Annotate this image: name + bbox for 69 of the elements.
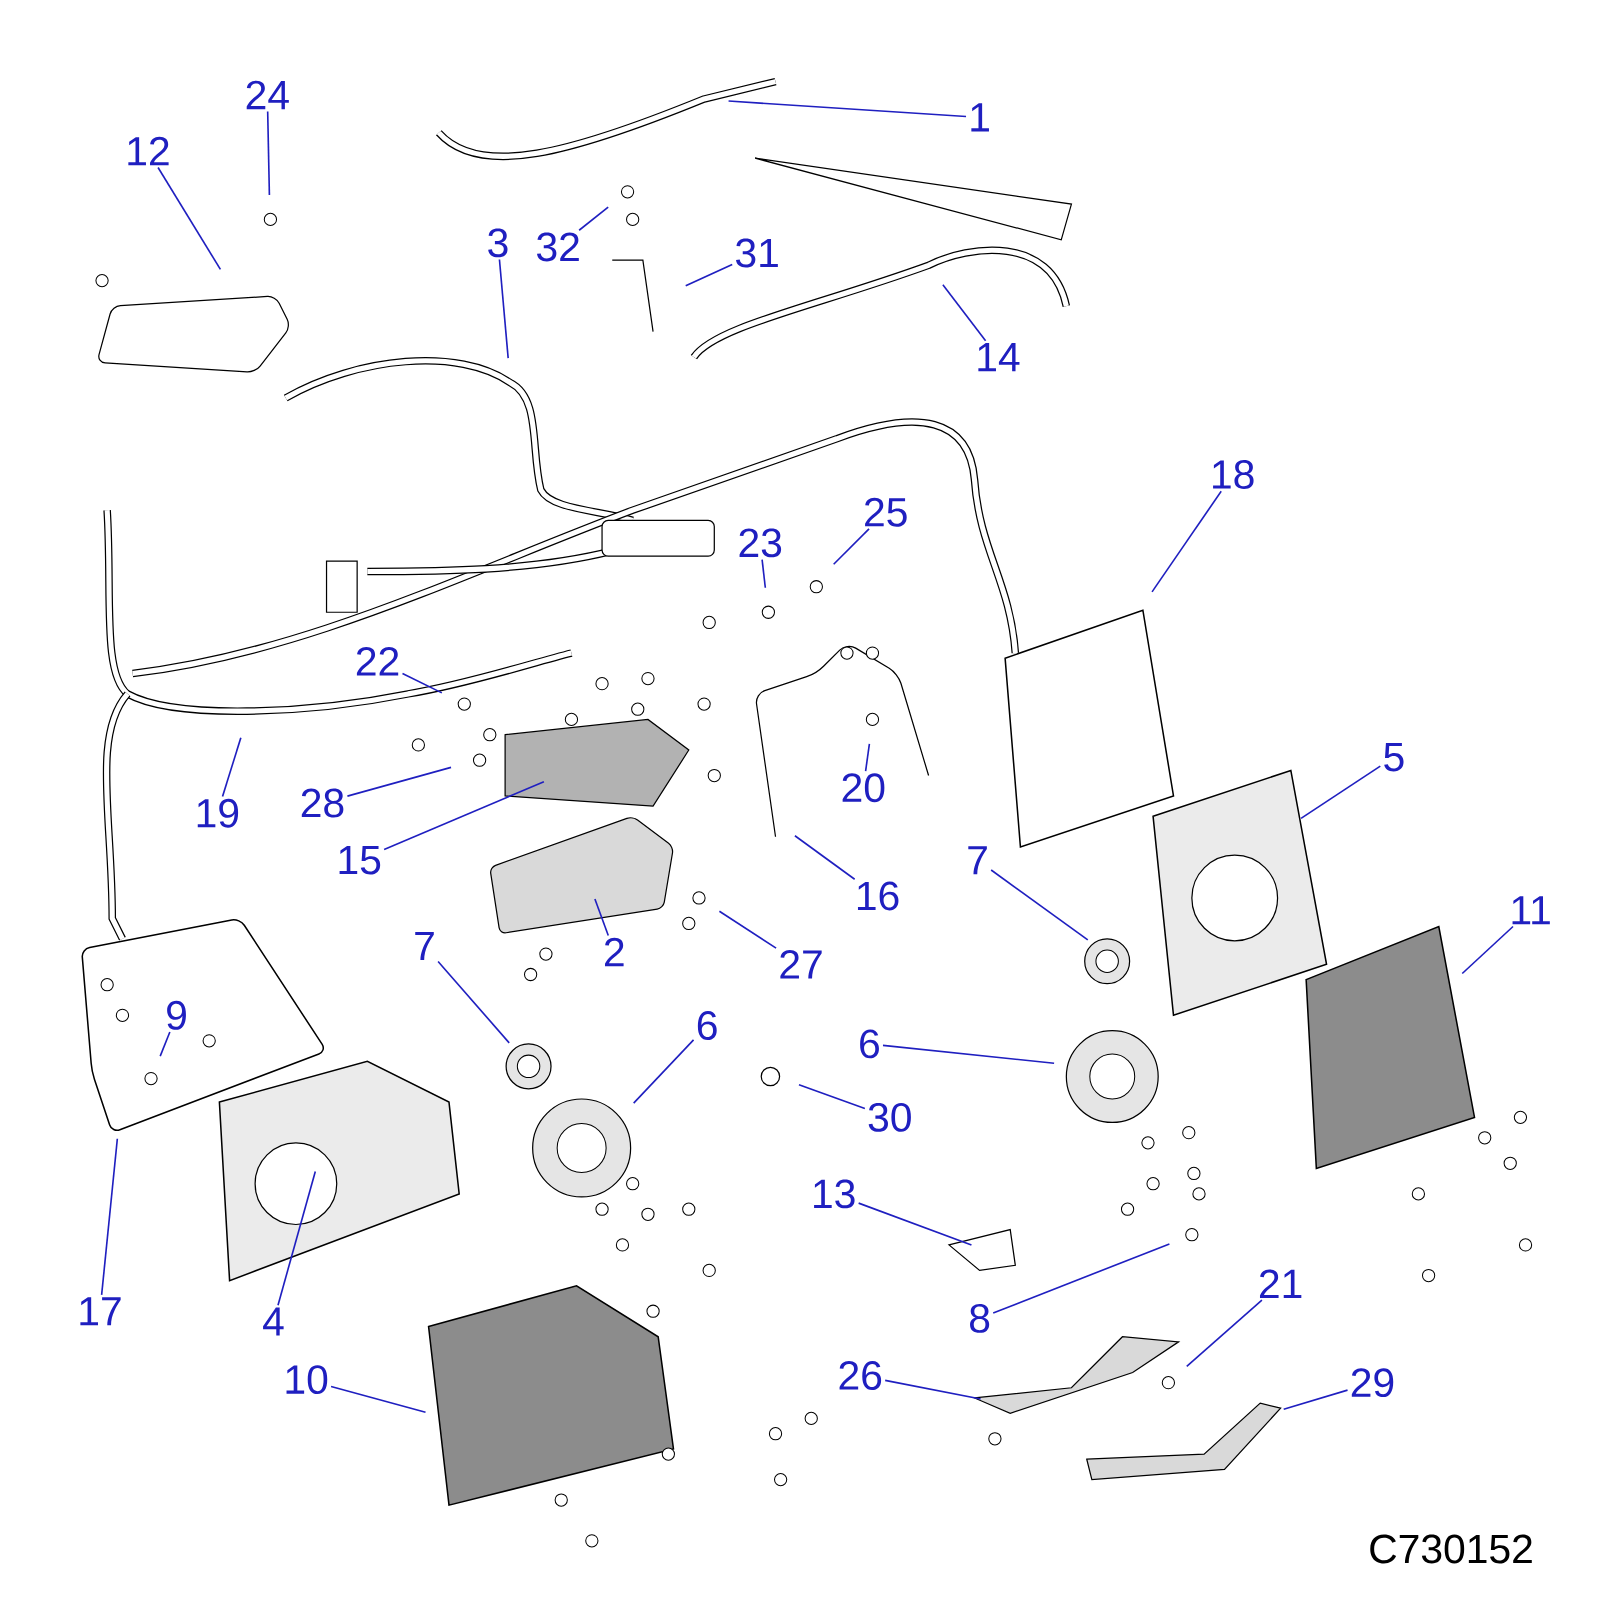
callout-number: 1 (971, 103, 989, 132)
callout-number: 27 (780, 950, 822, 979)
leader-line (992, 1243, 1171, 1314)
callout-number: 26 (839, 1361, 882, 1390)
leader-line (266, 110, 271, 196)
leader-line (794, 834, 856, 881)
leader-line (1185, 1299, 1263, 1368)
leader-line (221, 736, 242, 798)
leader-line (330, 1385, 427, 1414)
callout-number: 25 (865, 497, 907, 527)
leader-line (864, 743, 871, 772)
leader-line (884, 1379, 982, 1400)
callout-number: 15 (339, 846, 381, 875)
leader-line (727, 100, 967, 118)
callout-number: 13 (814, 1179, 855, 1209)
callout-number: 29 (1351, 1368, 1394, 1398)
leader-line (1300, 765, 1382, 820)
leader-line (401, 672, 443, 694)
leader-line (1461, 925, 1514, 975)
callout-number: 22 (356, 647, 399, 676)
leader-line (990, 869, 1089, 941)
callout-number: 6 (697, 1011, 717, 1040)
callout-number: 14 (978, 343, 1020, 372)
leader-line (594, 898, 610, 937)
callout-number: 9 (167, 1000, 186, 1030)
leader-line (718, 910, 777, 949)
callout-number: 23 (739, 528, 782, 558)
callout-number: 31 (736, 238, 778, 268)
callout-number: 28 (301, 788, 344, 818)
leader-line (383, 780, 545, 851)
callout-number: 4 (263, 1307, 284, 1336)
callout-number: 12 (128, 136, 169, 166)
leader-line (761, 558, 767, 589)
callout-number: 6 (860, 1029, 879, 1059)
callout-number: 30 (868, 1102, 911, 1132)
leader-line (159, 1031, 171, 1057)
callout-number: 17 (80, 1297, 121, 1326)
callout-number: 19 (197, 798, 239, 828)
leader-line (632, 1039, 695, 1104)
callout-number: 32 (537, 232, 579, 262)
callout-number: 8 (970, 1303, 990, 1333)
leader-line (832, 528, 870, 566)
leader-line (882, 1044, 1055, 1065)
leader-line (857, 1202, 973, 1246)
leader-line (1282, 1389, 1349, 1410)
callout-number: 18 (1213, 460, 1254, 489)
drawing-number: C730152 (1370, 1534, 1532, 1564)
leader-line (346, 766, 452, 797)
callout-number: 5 (1384, 742, 1404, 772)
callout-number: 3 (488, 228, 508, 258)
leader-line (578, 206, 609, 232)
leader-line (100, 1137, 119, 1296)
leader-line (498, 258, 509, 359)
callout-number: 2 (605, 937, 624, 967)
callout-number: 20 (842, 773, 885, 803)
leader-line (684, 263, 734, 287)
leader-line (942, 283, 987, 342)
leader-line (277, 1170, 317, 1306)
leader-line (1151, 490, 1223, 593)
callout-number: 7 (415, 931, 434, 960)
leader-line (798, 1083, 866, 1110)
callout-number: 11 (1512, 896, 1550, 925)
leader-line (437, 960, 510, 1044)
callout-number: 16 (857, 881, 899, 911)
callout-number: 7 (968, 846, 987, 875)
callout-number: 21 (1260, 1269, 1302, 1298)
callout-number: 24 (246, 80, 289, 110)
leader-line (157, 166, 222, 271)
callout-number: 10 (286, 1365, 328, 1395)
